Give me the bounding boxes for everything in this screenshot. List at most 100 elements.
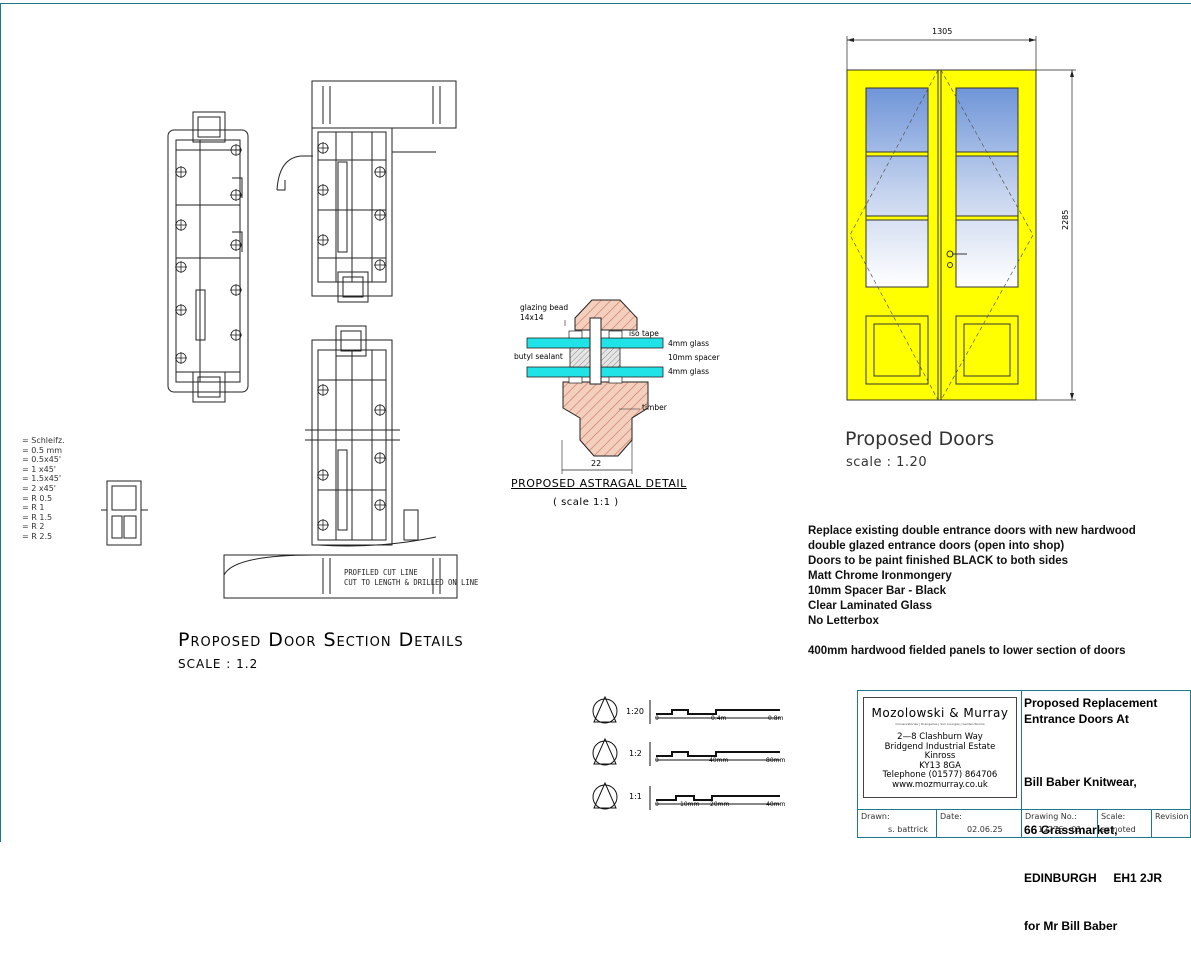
label-glazing-bead: glazing bead xyxy=(520,303,569,312)
label-butyl-sealant: butyl sealant xyxy=(514,352,563,361)
field-label: Date: xyxy=(940,812,962,821)
field-label: Revision xyxy=(1155,812,1189,821)
title-block-fields: Drawn: s. battrick Date: 02.06.25 Drawin… xyxy=(858,809,1190,838)
company-address: 2—8 Clashburn Way Bridgend Industrial Es… xyxy=(864,732,1016,790)
key-elevation xyxy=(101,480,148,546)
drawing-linework xyxy=(101,36,1076,810)
door-section-left-profile xyxy=(167,111,249,403)
legend-item: = R 1 xyxy=(22,503,45,513)
project-title-line: Proposed Replacement xyxy=(1024,696,1158,710)
field-value: s. battrick xyxy=(888,825,929,834)
stamp-line-1: PROFILED CUT LINE xyxy=(344,568,418,577)
client-line: Bill Baber Knitwear, xyxy=(1024,775,1137,789)
title-block: Mozolowski & Murray Conservatories | Ora… xyxy=(857,690,1191,933)
legend-item: = 1.5x45' xyxy=(22,474,62,484)
client-address: Bill Baber Knitwear, 66 Grassmarket, EDI… xyxy=(1024,742,1162,966)
legend-item: = R 1.5 xyxy=(22,512,53,522)
legend-item: = 0.5 mm xyxy=(22,445,63,455)
note-line: Doors to be paint finished BLACK to both… xyxy=(808,555,1069,567)
specification-notes: Replace existing double entrance doors w… xyxy=(808,524,1136,629)
legend-item: = R 2 xyxy=(22,522,45,532)
note-line: Clear Laminated Glass xyxy=(808,600,932,612)
company-name: Mozolowski & Murray xyxy=(871,706,1009,720)
astragal-title: PROPOSED ASTRAGAL DETAIL xyxy=(511,477,687,490)
panel-note: 400mm hardwood fielded panels to lower s… xyxy=(808,645,1126,657)
note-line: No Letterbox xyxy=(808,615,879,627)
field-label: Drawing No.: xyxy=(1025,812,1077,821)
scale-tick: 0 xyxy=(655,801,659,808)
scale-tick: 0.4m xyxy=(711,715,727,722)
note-line: Matt Chrome Ironmongery xyxy=(808,570,952,582)
client-line: EDINBURGH EH1 2JR xyxy=(1024,871,1163,885)
scale-tick: 0 xyxy=(655,715,659,722)
field-date: Date: 02.06.25 xyxy=(937,810,1022,838)
scale-tick: 40mm xyxy=(766,801,786,808)
door-elevation-drawing xyxy=(846,36,1076,401)
scale-bar-1-1 xyxy=(592,781,780,810)
scale-bar-1-2 xyxy=(592,737,780,766)
field-drawing-no: Drawing No.: 12276 - 01 xyxy=(1022,810,1098,838)
label-glass-top: 4mm glass xyxy=(668,339,710,348)
company-box: Mozolowski & Murray Conservatories | Ora… xyxy=(863,697,1017,798)
label-iso-tape: iso tape xyxy=(629,329,659,338)
project-title: Proposed Replacement Entrance Doors At xyxy=(1024,695,1157,727)
drawing-frame xyxy=(0,3,1191,842)
title-block-divider-vertical xyxy=(1021,691,1022,809)
stamp-line-2: CUT TO LENGTH & DRILLED ON LINE xyxy=(344,578,479,587)
legend-item: = R 2.5 xyxy=(22,531,53,541)
door-width-dim: 1305 xyxy=(932,27,953,36)
scale-tick: 80mm xyxy=(766,757,786,764)
scale-bar-graphics xyxy=(592,695,780,810)
doors-scale: scale : 1.20 xyxy=(846,455,928,470)
project-title-line: Entrance Doors At xyxy=(1024,712,1129,726)
door-section-lower-profile xyxy=(223,325,458,599)
address-line: Kinross xyxy=(924,751,956,761)
field-value: 12276 - 01 xyxy=(1038,825,1082,834)
scale-tick: 0.8m xyxy=(768,715,784,722)
label-spacer: 10mm spacer xyxy=(668,353,720,362)
door-section-stamp: PROFILED CUT LINE CUT TO LENGTH & DRILLE… xyxy=(344,568,478,588)
note-line: double glazed entrance doors (open into … xyxy=(808,540,1065,552)
scale-ratio-1-2: 1:2 xyxy=(629,749,642,758)
field-revision: Revision xyxy=(1152,810,1190,838)
address-line: Telephone (01577) 864706 xyxy=(882,770,998,780)
edge-legend: = Schleifz. = 0.5 mm = 0.5x45' = 1 x45' … xyxy=(22,436,65,542)
scale-ratio-1-20: 1:20 xyxy=(626,707,644,716)
scale-ratio-1-1: 1:1 xyxy=(629,792,642,801)
label-timber: timber xyxy=(642,403,667,412)
field-value: 02.06.25 xyxy=(967,825,1003,834)
doors-title: Proposed Doors xyxy=(845,428,995,450)
note-line: Replace existing double entrance doors w… xyxy=(808,525,1136,537)
scale-tick: 0 xyxy=(655,757,659,764)
scale-tick: 10mm xyxy=(680,801,700,808)
address-line: KY13 8GA xyxy=(919,760,961,771)
scale-tick: 20mm xyxy=(710,801,730,808)
address-line: Bridgend Industrial Estate xyxy=(884,741,996,752)
client-line: for Mr Bill Baber xyxy=(1024,919,1118,933)
field-label: Drawn: xyxy=(861,812,890,821)
legend-item: = 2 x45' xyxy=(22,483,56,493)
legend-item: = 0.5x45' xyxy=(22,455,62,465)
address-line: 2—8 Clashburn Way xyxy=(897,732,983,742)
field-scale: Scale: as noted xyxy=(1098,810,1152,838)
label-width-dim: 22 xyxy=(591,459,602,468)
note-line: 10mm Spacer Bar - Black xyxy=(808,585,947,597)
door-section-upper-profile xyxy=(276,80,457,303)
astragal-detail-drawing xyxy=(526,299,664,474)
legend-item: = R 0.5 xyxy=(22,493,53,503)
address-line: www.mozmurray.co.uk xyxy=(892,779,988,790)
client-line: 66 Grassmarket, xyxy=(1024,823,1118,837)
legend-item: = 1 x45' xyxy=(22,464,56,474)
label-glazing-bead-size: 14x14 xyxy=(520,313,544,322)
legend-item: = Schleifz. xyxy=(22,436,65,445)
door-section-scale: SCALE : 1.2 xyxy=(178,657,259,671)
label-glass-bottom: 4mm glass xyxy=(668,367,710,376)
field-label: Scale: xyxy=(1101,812,1126,821)
field-drawn: Drawn: s. battrick xyxy=(858,810,937,838)
company-tagline: Conservatories | Orangeries | Sun Lounge… xyxy=(895,722,985,726)
field-value: as noted xyxy=(1101,825,1136,834)
door-height-dim: 2285 xyxy=(1061,209,1070,230)
door-section-title: Proposed Door Section Details xyxy=(178,629,464,651)
scale-bar-1-20 xyxy=(592,695,780,724)
astragal-scale: ( scale 1:1 ) xyxy=(553,497,619,508)
